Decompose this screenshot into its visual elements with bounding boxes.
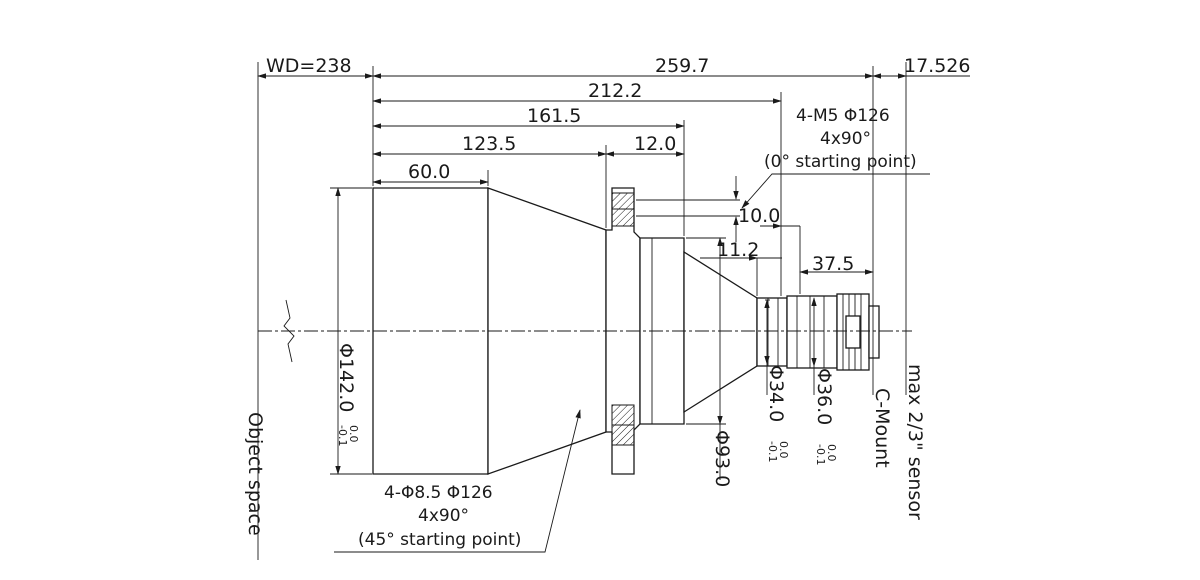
vertical-dimension-labels: Φ142.0 0.0 -0.1 Φ93.0 Φ34.0 0.0 -0.1 Φ36… [244, 343, 926, 536]
diameter-142-tol-upper: 0.0 [347, 425, 360, 443]
knurl-lines [842, 294, 862, 370]
flange-thickness-label: 12.0 [634, 133, 676, 155]
length-10-label: 10.0 [738, 205, 780, 227]
diameter-36-label: Φ36.0 [813, 368, 835, 425]
horizontal-dimensions [257, 73, 970, 275]
bottom-hole-note: 4-Φ8.5 Φ126 4x90° (45° starting point) [334, 409, 581, 553]
object-space-label: Object space [244, 412, 266, 536]
diameter-36-tol-lower: -0.1 [814, 444, 827, 465]
diameter-34-tol-lower: -0.1 [766, 441, 779, 462]
flange-distance-label: 17.526 [904, 55, 970, 77]
bottom-hole-note-line1: 4-Φ8.5 Φ126 [384, 483, 493, 503]
length-212-label: 212.2 [588, 80, 642, 102]
diameter-34-tol-upper: 0.0 [777, 441, 790, 459]
top-hole-note-line3: (0° starting point) [764, 152, 917, 172]
rear-tube [756, 297, 788, 367]
diameter-93-label: Φ93.0 [711, 430, 733, 487]
rear-cone [683, 250, 758, 414]
length-161-label: 161.5 [527, 105, 581, 127]
sensor-label: max 2/3" sensor [904, 364, 926, 520]
diameter-36-tol-upper: 0.0 [825, 444, 838, 462]
bottom-hole-leader [334, 409, 581, 553]
bottom-hole-note-line3: (45° starting point) [358, 530, 521, 550]
horizontal-dimension-labels: WD=238 259.7 17.526 212.2 161.5 123.5 12… [266, 55, 970, 275]
top-hole-note-line2: 4x90° [820, 129, 871, 149]
vertical-dimensions [335, 187, 907, 480]
top-hole-note-line1: 4-M5 Φ126 [796, 106, 890, 126]
length-37-label: 37.5 [812, 253, 854, 275]
focus-ring [786, 295, 838, 369]
length-60-label: 60.0 [408, 161, 450, 183]
wd-label: WD=238 [266, 55, 352, 77]
length-123-label: 123.5 [462, 133, 516, 155]
top-hole-leader [741, 173, 930, 209]
total-length-label: 259.7 [655, 55, 709, 77]
flange-hole-top [611, 192, 635, 227]
top-hole-note: 4-M5 Φ126 4x90° (0° starting point) [741, 106, 930, 209]
diameter-142-label: Φ142.0 [335, 343, 357, 412]
diameter-142-tol-lower: -0.1 [336, 425, 349, 446]
length-11-label: 11.2 [717, 239, 759, 261]
c-mount-thread [868, 305, 880, 359]
c-mount-label: C-Mount [871, 388, 893, 468]
axis-break-symbol [283, 299, 295, 363]
diameter-34-label: Φ34.0 [765, 365, 787, 422]
bottom-hole-note-line2: 4x90° [418, 506, 469, 526]
